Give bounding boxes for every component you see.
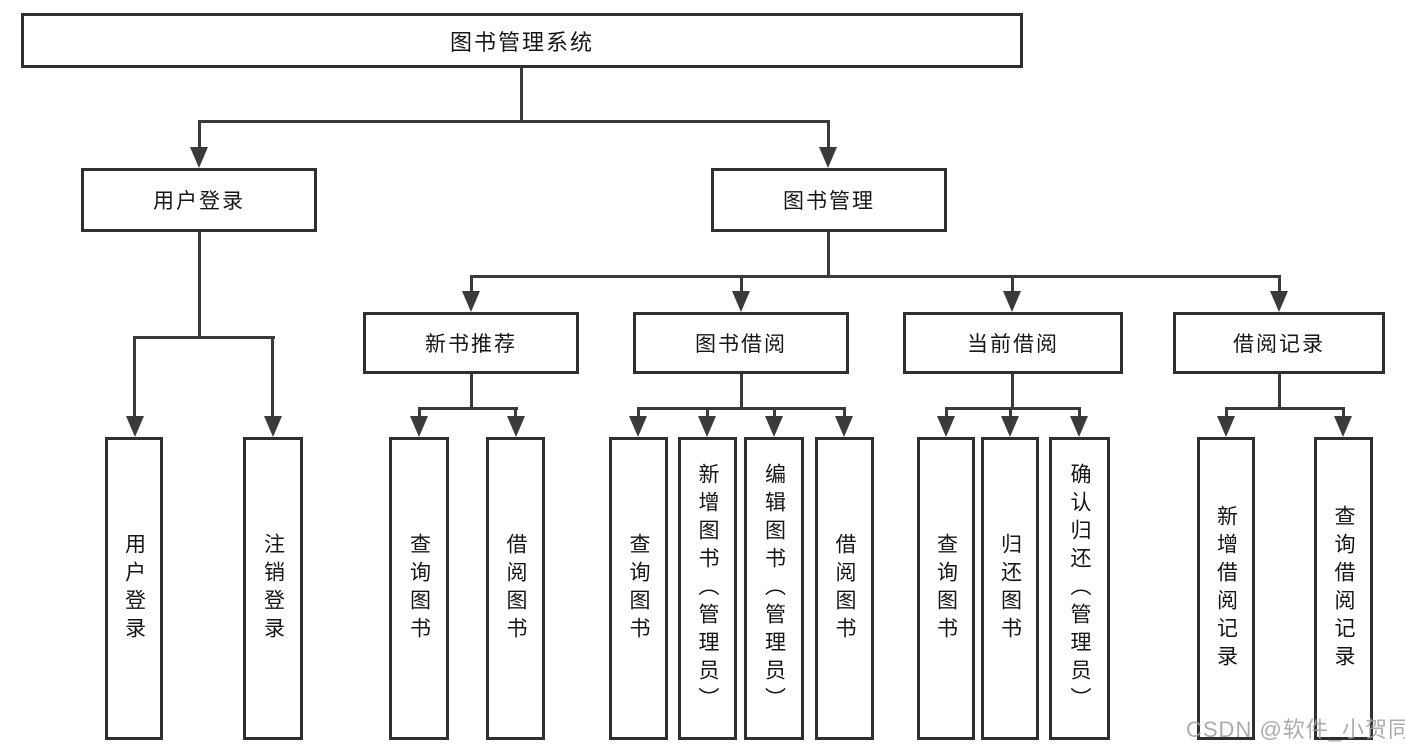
connector-book-mgmt-stub: [827, 232, 830, 275]
connector-stub: [470, 374, 473, 410]
arrowhead-down-icon: [1217, 416, 1235, 437]
connector-group3-horizontal: [637, 407, 846, 410]
node-library-management-system: 图书管理系统: [21, 13, 1023, 68]
connector-group4-horizontal: [945, 407, 1081, 410]
connector-arm: [514, 407, 517, 418]
connector-arm: [945, 407, 948, 418]
node-label: 借阅记录: [1233, 333, 1325, 356]
connector-group1-horizontal: [133, 336, 275, 339]
connector-arm: [198, 120, 201, 149]
leaf-confirm-return-admin: 确认归还（管理员）: [1049, 437, 1110, 740]
node-label: 新书推荐: [425, 333, 517, 356]
arrowhead-down-icon: [410, 416, 428, 437]
connector-level2-horizontal: [470, 275, 1281, 278]
connector-stub: [1278, 374, 1281, 410]
leaf-query-books-current: 查询图书: [917, 437, 975, 740]
connector-arm: [1342, 407, 1345, 418]
node-label: 用户登录: [153, 190, 245, 213]
leaf-borrow-books: 借阅图书: [815, 437, 874, 740]
connector-arm: [706, 407, 709, 418]
connector-stub: [1011, 374, 1014, 410]
connector-level1-horizontal: [198, 120, 830, 123]
leaf-query-books-recommend: 查询图书: [389, 437, 449, 740]
arrowhead-down-icon: [1001, 416, 1019, 437]
arrowhead-down-icon: [732, 291, 750, 312]
leaf-label: 查询图书: [627, 532, 650, 645]
node-user-login: 用户登录: [81, 168, 317, 232]
leaf-borrow-books-recommend: 借阅图书: [486, 437, 545, 740]
arrowhead-down-icon: [507, 416, 525, 437]
leaf-query-borrow-record: 查询借阅记录: [1314, 437, 1373, 740]
connector-arm: [773, 407, 776, 418]
arrowhead-down-icon: [629, 416, 647, 437]
connector-group2-horizontal: [418, 407, 518, 410]
connector-arm: [740, 275, 743, 293]
node-label: 图书管理系统: [449, 29, 594, 55]
leaf-label: 查询借阅记录: [1332, 504, 1355, 673]
connector-arm: [1011, 275, 1014, 293]
connector-group5-horizontal: [1225, 407, 1345, 410]
node-label: 当前借阅: [967, 333, 1059, 356]
arrowhead-down-icon: [698, 416, 716, 437]
connector-user-login-stub: [198, 232, 201, 336]
leaf-query-books-borrowing: 查询图书: [609, 437, 668, 740]
node-label: 图书借阅: [695, 333, 787, 356]
leaf-label: 确认归还（管理员）: [1068, 462, 1091, 715]
arrowhead-down-icon: [126, 416, 144, 437]
node-label: 图书管理: [783, 190, 875, 213]
arrowhead-down-icon: [1270, 291, 1288, 312]
connector-arm: [1009, 407, 1012, 418]
leaf-add-borrow-record: 新增借阅记录: [1197, 437, 1255, 740]
leaf-label: 查询图书: [934, 532, 958, 645]
arrowhead-down-icon: [190, 147, 208, 168]
connector-arm: [1078, 407, 1081, 418]
arrowhead-down-icon: [1003, 291, 1021, 312]
arrowhead-down-icon: [462, 291, 480, 312]
connector-arm: [418, 407, 421, 418]
leaf-user-login: 用户登录: [105, 437, 163, 740]
leaf-label: 新增图书（管理员）: [696, 462, 719, 715]
leaf-label: 新增借阅记录: [1214, 504, 1238, 673]
leaf-label: 归还图书: [998, 532, 1022, 645]
leaf-label: 用户登录: [122, 532, 146, 645]
csdn-watermark: CSDN @软件_小贺同学: [1186, 717, 1405, 742]
leaf-label: 借阅图书: [504, 532, 527, 645]
node-borrowing-records: 借阅记录: [1173, 312, 1385, 374]
connector-root-stub: [520, 68, 523, 120]
leaf-logout: 注销登录: [243, 437, 303, 740]
connector-arm: [470, 275, 473, 293]
arrowhead-down-icon: [819, 147, 837, 168]
arrowhead-down-icon: [835, 416, 853, 437]
arrowhead-down-icon: [264, 416, 282, 437]
arrowhead-down-icon: [1334, 416, 1352, 437]
arrowhead-down-icon: [765, 416, 783, 437]
leaf-add-book-admin: 新增图书（管理员）: [678, 437, 737, 740]
leaf-return-book: 归还图书: [981, 437, 1039, 740]
connector-stub: [740, 374, 743, 410]
connector-arm: [827, 120, 830, 149]
connector-arm: [843, 407, 846, 418]
node-book-management: 图书管理: [711, 168, 947, 232]
connector-arm: [133, 336, 136, 418]
leaf-label: 编辑图书（管理员）: [762, 462, 786, 715]
node-book-borrowing: 图书借阅: [633, 312, 849, 374]
leaf-label: 查询图书: [407, 532, 431, 645]
leaf-label: 借阅图书: [833, 532, 856, 645]
connector-arm: [271, 336, 274, 418]
node-current-borrowing: 当前借阅: [903, 312, 1123, 374]
connector-arm: [637, 407, 640, 418]
connector-arm: [1278, 275, 1281, 293]
arrowhead-down-icon: [1070, 416, 1088, 437]
node-new-book-recommend: 新书推荐: [363, 312, 579, 374]
leaf-label: 注销登录: [261, 532, 285, 645]
connector-arm: [1225, 407, 1228, 418]
leaf-edit-book-admin: 编辑图书（管理员）: [744, 437, 804, 740]
arrowhead-down-icon: [937, 416, 955, 437]
